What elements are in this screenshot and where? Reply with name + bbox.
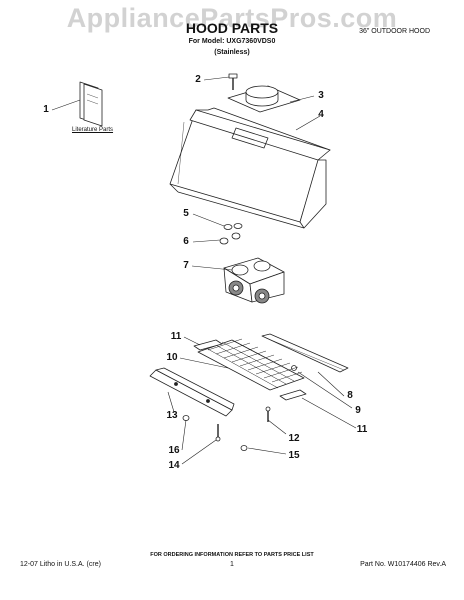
callout-2: 2 (195, 74, 201, 85)
front-trim-bar (261, 333, 349, 373)
callout-11-right: 11 (356, 424, 368, 435)
hood-body (169, 107, 331, 229)
callout-1: 1 (43, 104, 49, 115)
callout-10: 10 (166, 352, 178, 363)
filter-spring-clip (291, 365, 297, 371)
callout-4: 4 (318, 109, 324, 120)
hex-nut (182, 415, 190, 421)
literature-booklet (79, 81, 103, 127)
page-number: 1 (230, 561, 234, 568)
rear-support-channel (149, 367, 235, 417)
callout-11-left: 11 (170, 331, 182, 342)
part-number: Part No. W10174406 Rev.A (360, 561, 446, 568)
callout-3: 3 (318, 90, 324, 101)
callout-13: 13 (166, 410, 178, 421)
litho-info: 12-07 Litho in U.S.A. (cre) (20, 561, 101, 568)
mounting-screw (228, 73, 238, 90)
callout-12: 12 (288, 433, 300, 444)
model-line: For Model: UXG7360VDS0 (188, 38, 276, 45)
filter-spacer-right (279, 389, 307, 401)
callout-5: 5 (183, 208, 189, 219)
callout-15: 15 (288, 450, 300, 461)
literature-parts-label: Literature Parts (72, 127, 114, 133)
variant-line: (Stainless) (214, 49, 250, 56)
watermark: AppliancePartsPros.com (66, 3, 398, 33)
callout-8: 8 (347, 390, 353, 401)
ordering-note: FOR ORDERING INFORMATION REFER TO PARTS … (150, 552, 314, 558)
product-line: 36" OUTDOOR HOOD (359, 28, 430, 35)
blower-assembly (223, 257, 285, 304)
callout-16: 16 (168, 445, 180, 456)
leader-lines (51, 76, 357, 465)
washer (240, 445, 248, 451)
callout-14: 14 (168, 460, 180, 471)
duct-damper (227, 85, 301, 113)
filter-spacer-left (193, 339, 223, 351)
page-title: HOOD PARTS (185, 20, 279, 36)
filter-screw (265, 406, 271, 422)
callout-9: 9 (355, 405, 361, 416)
callout-6: 6 (183, 236, 189, 247)
light-bulb-holder (223, 223, 243, 230)
light-lens (219, 232, 241, 245)
channel-screw (215, 424, 221, 442)
callout-7: 7 (183, 260, 189, 271)
